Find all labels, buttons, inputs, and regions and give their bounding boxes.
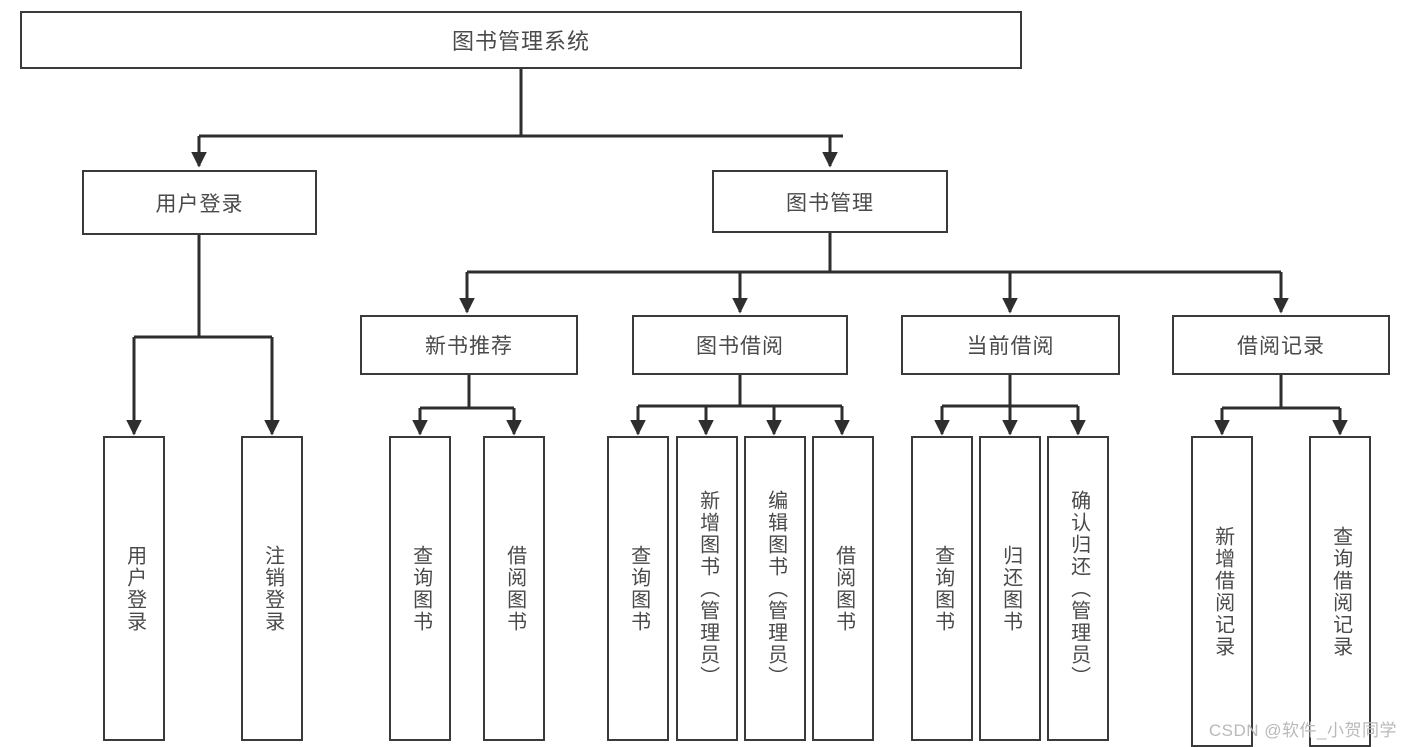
- node-leaf-borrow-book[interactable]: 借阅图书: [812, 436, 874, 741]
- node-label: 借阅记录: [1237, 335, 1325, 358]
- node-label: 查询图书: [627, 544, 650, 633]
- node-leaf-query-borrow-record[interactable]: 查询借阅记录: [1309, 436, 1371, 747]
- node-root-book-management-system[interactable]: 图书管理系统: [20, 11, 1022, 69]
- node-label: 借阅图书: [832, 544, 855, 633]
- node-leaf-query-book-borrow[interactable]: 查询图书: [607, 436, 669, 741]
- node-label: 借阅图书: [503, 544, 526, 633]
- node-borrow-record[interactable]: 借阅记录: [1172, 315, 1390, 375]
- node-label: 注销登录: [261, 544, 284, 633]
- node-leaf-query-book-recommend[interactable]: 查询图书: [389, 436, 451, 741]
- node-user-login[interactable]: 用户登录: [82, 170, 317, 235]
- node-label: 图书借阅: [696, 335, 784, 358]
- node-leaf-add-borrow-record[interactable]: 新增借阅记录: [1191, 436, 1253, 747]
- node-label: 查询借阅记录: [1329, 525, 1352, 658]
- node-label: 当前借阅: [966, 335, 1055, 358]
- node-leaf-query-book-current[interactable]: 查询图书: [911, 436, 973, 741]
- node-book-borrow[interactable]: 图书借阅: [632, 315, 848, 375]
- node-label: 确认归还（管理员）: [1067, 489, 1090, 688]
- node-book-management[interactable]: 图书管理: [712, 170, 948, 233]
- node-label: 归还图书: [999, 544, 1022, 633]
- node-leaf-borrow-book-recommend[interactable]: 借阅图书: [483, 436, 545, 741]
- node-leaf-user-login[interactable]: 用户登录: [103, 436, 165, 741]
- node-leaf-add-book[interactable]: 新增图书（管理员）: [676, 436, 738, 741]
- node-label: 编辑图书（管理员）: [764, 489, 787, 688]
- node-leaf-edit-book[interactable]: 编辑图书（管理员）: [744, 436, 806, 741]
- node-label: 用户登录: [155, 192, 244, 216]
- node-leaf-return-book[interactable]: 归还图书: [979, 436, 1041, 741]
- node-leaf-user-logout[interactable]: 注销登录: [241, 436, 303, 741]
- node-label: 图书管理: [786, 191, 874, 215]
- node-new-book-recommend[interactable]: 新书推荐: [360, 315, 578, 375]
- node-label: 查询图书: [409, 544, 432, 633]
- node-current-borrow[interactable]: 当前借阅: [901, 315, 1120, 375]
- node-label: 新增借阅记录: [1211, 525, 1234, 658]
- node-label: 新增图书（管理员）: [696, 489, 719, 688]
- node-label: 新书推荐: [425, 335, 513, 358]
- node-label: 图书管理系统: [451, 29, 590, 54]
- csdn-watermark: CSDN @软件_小贺同学: [1208, 721, 1397, 740]
- node-label: 查询图书: [931, 544, 954, 633]
- node-label: 用户登录: [123, 544, 146, 633]
- node-leaf-confirm-return[interactable]: 确认归还（管理员）: [1047, 436, 1109, 741]
